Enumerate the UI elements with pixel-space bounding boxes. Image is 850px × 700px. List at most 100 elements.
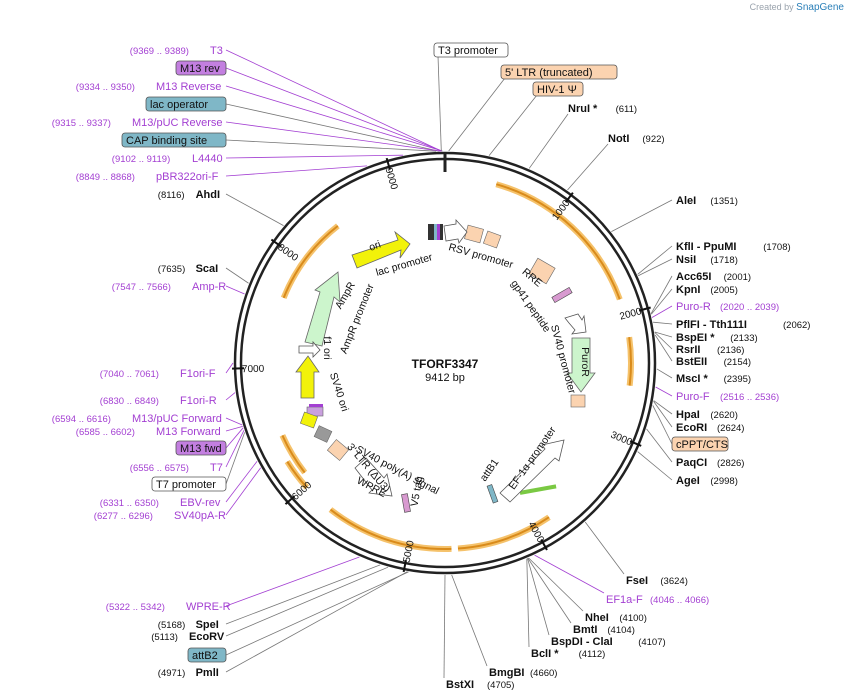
label-ecori: EcoRI(2624) (676, 422, 744, 434)
plasmid-center: TFORF3347 9412 bp (412, 357, 479, 384)
label-text: EF1a-F (606, 594, 643, 606)
label-f1ori-r: F1ori-R(6830 .. 6849) (100, 395, 217, 407)
label-coords: (2001) (724, 272, 751, 283)
label-box (175, 440, 227, 456)
label-coords: (8849 .. 8868) (76, 172, 135, 183)
label-rsrii: RsrII(2136) (676, 344, 744, 356)
leader (225, 427, 244, 449)
leader (225, 566, 389, 637)
leader (653, 401, 673, 428)
label-text: PaqCI (676, 457, 707, 469)
label-ef1a-f: EF1a-F (4046 .. 4066) (606, 594, 709, 606)
label-sv40pa-r: SV40pA-R(6277 .. 6296) (94, 510, 226, 522)
ltr5-box (482, 230, 502, 249)
label-coords: (2624) (717, 423, 744, 434)
label-coords: (4100) (619, 613, 646, 624)
label-bsteii: BstEII(2154) (676, 356, 751, 368)
credit-prefix: Created by (749, 2, 794, 12)
feature-arc-edge-5 (281, 434, 306, 474)
label-text: NsiI (676, 254, 696, 266)
puror-feature (566, 337, 596, 393)
label-box (121, 132, 227, 148)
label-coords: (3624) (660, 576, 687, 587)
m13-rev-feature (437, 224, 440, 240)
leader (225, 556, 360, 607)
leader (646, 428, 673, 463)
label-coords: (6277 .. 6296) (94, 511, 153, 522)
label-text: L4440 (192, 153, 223, 165)
label-text: PmlI (196, 667, 219, 679)
tick-label-9000: 9000 (383, 167, 400, 192)
label-coords: (2133) (730, 333, 757, 344)
leader (225, 154, 404, 159)
leader (637, 451, 673, 481)
label-5-ltr-truncated: 5' LTR (truncated) (500, 64, 618, 80)
label-m13-reverse: M13 Reverse(9334 .. 9350) (76, 81, 222, 93)
ltr-feature (313, 425, 333, 443)
feature-arc-edge-1 (628, 336, 632, 386)
tick-label-8000: 8000 (275, 242, 300, 264)
label-coords: (6331 .. 6350) (100, 498, 159, 509)
m13-fwd-feature (309, 404, 323, 407)
leader (526, 558, 530, 648)
label-puro-r: Puro-R(2020 .. 2039) (676, 301, 779, 313)
ltr-3-feature (326, 439, 350, 461)
leader (225, 49, 442, 152)
label-text: T7 promoter (156, 479, 216, 491)
leader (527, 558, 550, 636)
lac-promoter-feature (443, 218, 468, 244)
label-m13-forward: M13 Forward(6585 .. 6602) (76, 426, 221, 438)
label-box (671, 436, 729, 452)
label-ebv-rev: EBV-rev(6331 .. 6350) (100, 497, 221, 509)
ori-feature (351, 230, 411, 269)
label-m13-fwd: M13 fwd (175, 440, 227, 456)
plasmid-name: TFORF3347 (412, 357, 479, 371)
label-text: T3 promoter (438, 45, 498, 57)
ef1a-promoter-feature (499, 439, 565, 503)
label-text: PflFI - Tth111I (676, 319, 747, 331)
leader (488, 94, 538, 156)
leader (653, 400, 673, 415)
label-bmti: BmtI(4104) (573, 624, 635, 636)
label-text: BstEII (676, 356, 707, 368)
label-bmgbi: BmgBI(4660) (489, 667, 557, 679)
label-box (151, 476, 227, 492)
label-text: M13 fwd (180, 443, 222, 455)
ampr-promoter-feature (298, 340, 321, 358)
label-coords: (5113) (151, 632, 178, 643)
label-acc65i: Acc65I(2001) (676, 271, 751, 283)
label-coords: (4046 .. 4066) (650, 595, 709, 606)
leader (225, 103, 440, 152)
leader (527, 557, 572, 624)
label-noti: NotI(922) (608, 133, 665, 145)
label-pflfi-tth111i: PflFI - Tth111I(2062) (676, 319, 810, 331)
feature-arc-edge-0 (495, 183, 621, 300)
leader (225, 267, 249, 284)
snapgene-credit: Created by SnapGene (750, 2, 844, 13)
label-text: T3 (210, 45, 223, 57)
label-cppt-cts: cPPT/CTS (671, 436, 729, 452)
wpre-feature (354, 457, 393, 497)
label-text: MscI * (676, 373, 709, 385)
inner-label-attb1: attB1 (478, 457, 502, 484)
label-nhei: NheI(4100) (585, 612, 647, 624)
leader (451, 574, 488, 667)
tick-label-2000: 2000 (619, 306, 644, 323)
leader (225, 362, 234, 374)
leader (652, 405, 673, 445)
leader (225, 467, 261, 516)
label-l4440: L4440(9102 .. 9119) (112, 153, 223, 165)
leader (652, 321, 673, 325)
tick-8000 (270, 238, 282, 248)
label-box (433, 42, 509, 58)
ampr-feature (304, 271, 341, 347)
label-paqci: PaqCI(2826) (676, 457, 744, 469)
label-coords: (8116) (158, 190, 185, 201)
label-text: M13/pUC Reverse (132, 117, 222, 129)
plasmid-size: 9412 bp (425, 372, 465, 384)
label-coords: (7040 .. 7061) (100, 369, 159, 380)
label-t3: T3(9369 .. 9389) (130, 45, 223, 57)
label-coords: (4107) (638, 637, 665, 648)
